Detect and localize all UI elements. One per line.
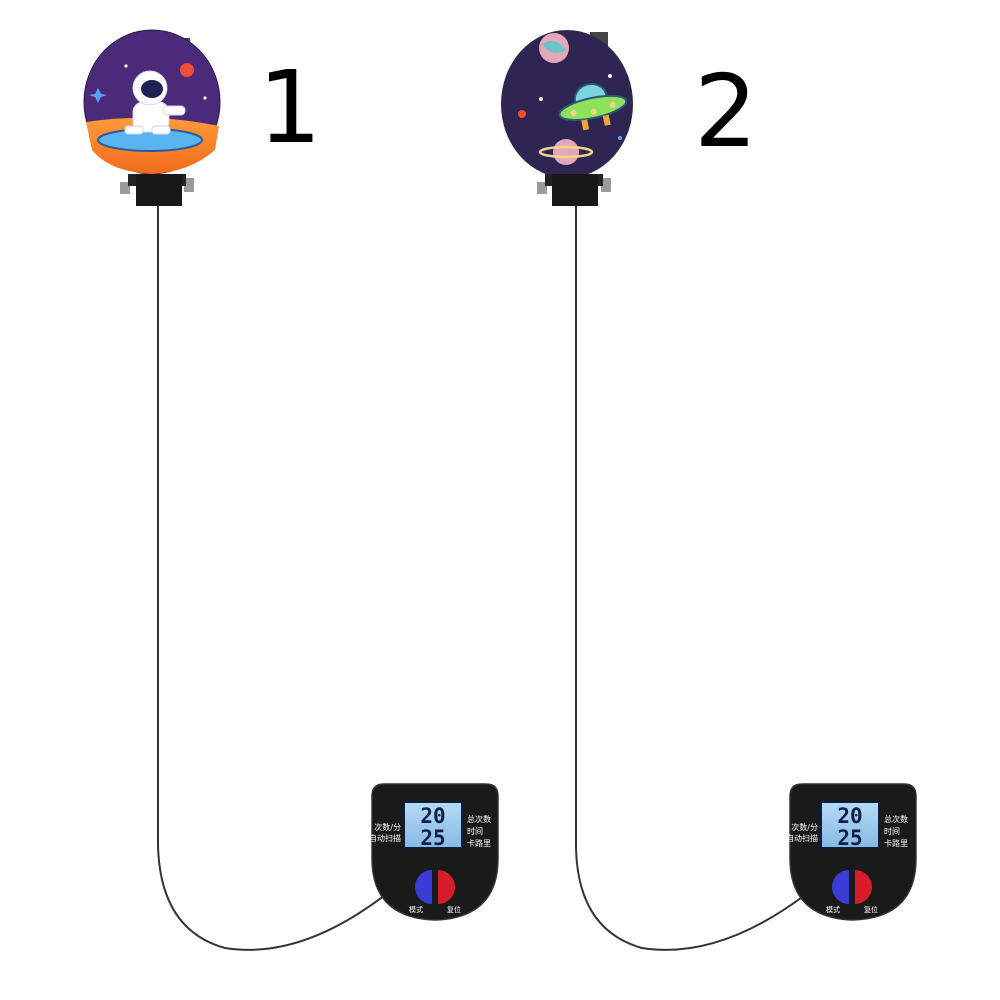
mode-button-2[interactable] [832, 870, 849, 904]
reset-button-label-1: 复位 [447, 905, 461, 914]
product-number-1: 1 [258, 49, 322, 166]
label-rate-1: 次数/分 [374, 822, 401, 832]
clamp-2 [537, 174, 611, 206]
lcd-value-bottom-1: 25 [420, 826, 445, 850]
lcd-value-bottom-2: 25 [837, 826, 862, 850]
clamp-1 [120, 174, 194, 206]
label-rate-2: 次数/分 [791, 822, 818, 832]
paddle-1 [83, 29, 221, 175]
mode-button-label-2: 模式 [826, 905, 840, 914]
lcd-value-top-1: 20 [420, 804, 445, 828]
counter-device-1: 20 25 次数/分 自动扫描 总次数 时间 卡路里 模式 复位 [369, 783, 499, 921]
planet-icon [180, 63, 194, 77]
product-1: 20 25 次数/分 自动扫描 总次数 时间 卡路里 模式 复位 [83, 29, 499, 951]
label-time-1: 时间 [467, 826, 483, 836]
counter-device-2: 20 25 次数/分 自动扫描 总次数 时间 卡路里 模式 复位 [786, 783, 917, 921]
label-autoscan-1: 自动扫描 [369, 833, 401, 843]
cable-2 [575, 205, 806, 951]
label-total-1: 总次数 [467, 814, 491, 824]
label-calorie-1: 卡路里 [467, 838, 491, 848]
reset-button-2[interactable] [855, 870, 872, 904]
label-calorie-2: 卡路里 [884, 838, 908, 848]
mode-button-label-1: 模式 [409, 905, 423, 914]
label-autoscan-2: 自动扫描 [786, 833, 818, 843]
product-number-2: 2 [694, 53, 758, 170]
label-time-2: 时间 [884, 826, 900, 836]
ringed-planet-icon [538, 139, 594, 165]
label-total-2: 总次数 [884, 814, 908, 824]
product-2: 20 25 次数/分 自动扫描 总次数 时间 卡路里 模式 复位 [501, 30, 917, 951]
paddle-2 [501, 30, 633, 178]
star-icon [89, 88, 107, 103]
lcd-screen-2 [820, 801, 880, 849]
lcd-screen-1 [403, 801, 463, 849]
astronaut-icon [124, 70, 186, 135]
reset-button-label-2: 复位 [864, 905, 878, 914]
reset-button-1[interactable] [438, 870, 455, 904]
ufo-icon [558, 83, 628, 131]
mode-button-1[interactable] [415, 870, 432, 904]
cable-1 [157, 205, 386, 951]
lcd-value-top-2: 20 [837, 804, 862, 828]
